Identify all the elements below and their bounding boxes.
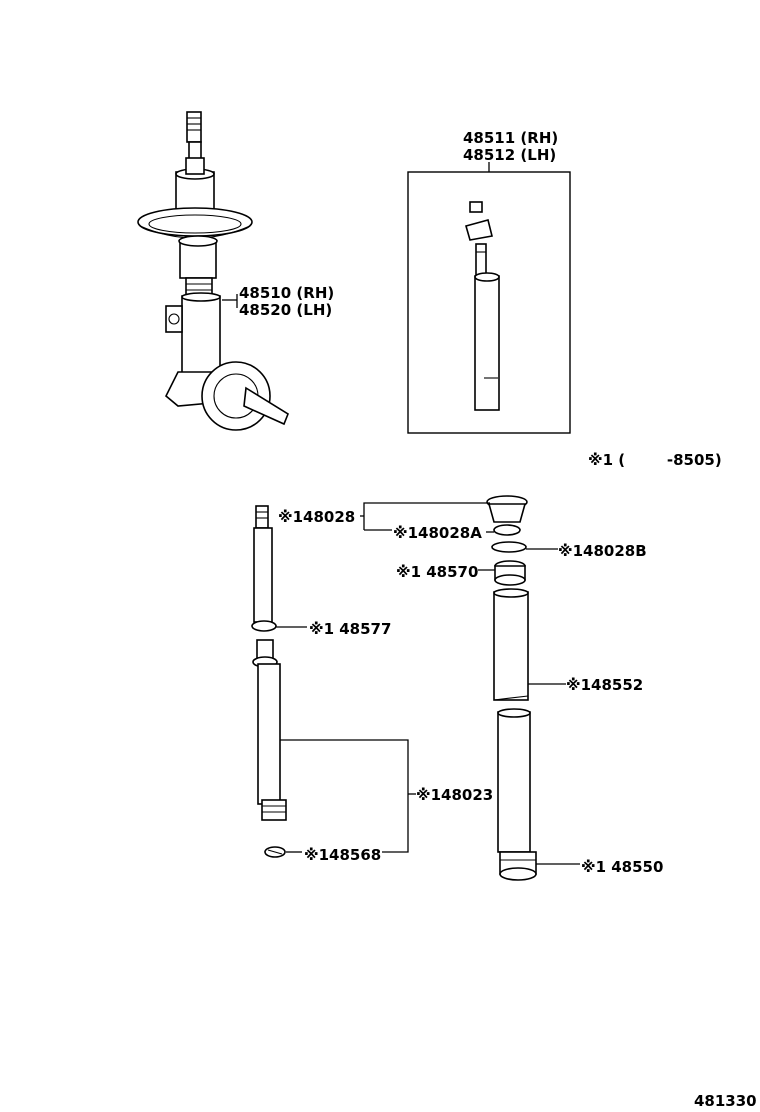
label-148550: ※1 48550 <box>581 858 663 876</box>
label-strut-rh: 48510 (RH) <box>239 284 334 302</box>
drawing-number: 481330 <box>694 1092 757 1110</box>
label-148023: ※148023 <box>416 786 493 804</box>
footnote-validity: ※1 ( -8505) <box>588 451 722 469</box>
label-148028a: ※148028A <box>393 524 482 542</box>
label-148028: ※148028 <box>278 508 355 526</box>
label-strut-lh: 48520 (LH) <box>239 301 332 319</box>
right-stack-illustration <box>486 495 537 881</box>
label-148570: ※1 48570 <box>396 563 478 581</box>
label-148577: ※1 48577 <box>309 620 391 638</box>
label-148028b: ※148028B <box>558 542 647 560</box>
shock-cartridge-illustration <box>407 162 571 434</box>
strut-assembly-illustration <box>137 111 289 431</box>
label-148568: ※148568 <box>304 846 381 864</box>
leader-lines <box>222 294 580 865</box>
label-cartridge-rh: 48511 (RH) <box>463 129 558 147</box>
left-shaft-illustration <box>251 505 287 858</box>
label-cartridge-lh: 48512 (LH) <box>463 146 556 164</box>
label-148552: ※148552 <box>566 676 643 694</box>
